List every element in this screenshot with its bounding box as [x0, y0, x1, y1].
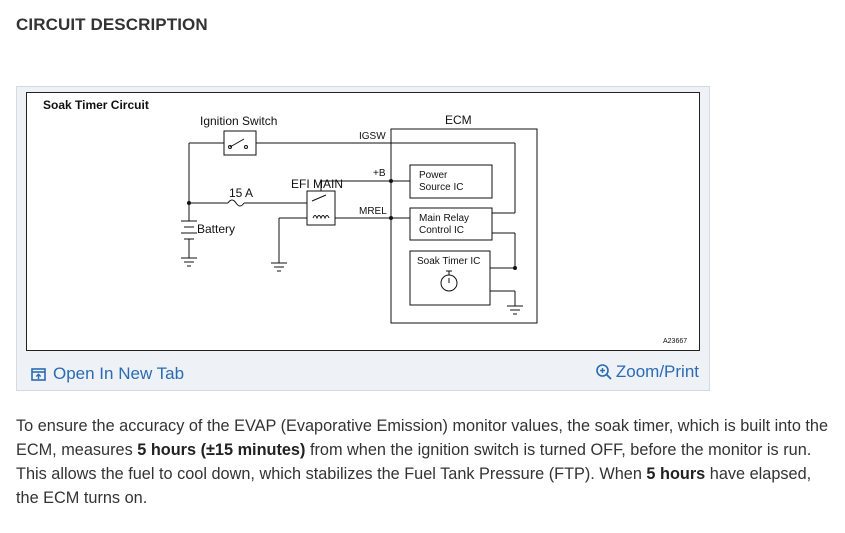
- open-new-tab-link[interactable]: Open In New Tab: [31, 364, 184, 384]
- description-text-2: from when the ignition switch is turned …: [16, 441, 812, 483]
- circuit-diagram: Soak Timer Circuit Ignition Switch ECM I…: [26, 92, 700, 351]
- battery-label: Battery: [197, 222, 235, 236]
- main-relay-ic-label-1: Main Relay: [419, 213, 469, 224]
- zoom-print-label: Zoom/Print: [615, 362, 699, 381]
- open-new-tab-label: Open In New Tab: [53, 364, 185, 383]
- plus-b-label: +B: [373, 168, 386, 179]
- description-paragraph: To ensure the accuracy of the EVAP (Evap…: [16, 414, 836, 510]
- description-bold-1: 5 hours (±15 minutes): [137, 441, 306, 459]
- diagram-title: Soak Timer Circuit: [43, 98, 149, 112]
- main-relay-ic-box: [409, 207, 493, 241]
- efi-main-label: EFI MAIN: [291, 177, 343, 191]
- ignition-switch-label: Ignition Switch: [200, 114, 277, 128]
- figure-container: Soak Timer Circuit Ignition Switch ECM I…: [16, 86, 710, 391]
- description-bold-2: 5 hours: [646, 465, 706, 483]
- soak-timer-ic-label: Soak Timer IC: [417, 256, 480, 267]
- zoom-icon: [596, 364, 612, 380]
- ignition-switch-box: [223, 130, 257, 156]
- ecm-box: [390, 128, 538, 324]
- efi-main-relay-box: [306, 190, 336, 226]
- ecm-label: ECM: [445, 113, 472, 127]
- power-source-ic-label-2: Source IC: [419, 182, 463, 193]
- circuit-diagram-svg: Soak Timer Circuit Ignition Switch ECM I…: [43, 98, 687, 345]
- figure-toolbar: Open In New Tab Zoom/Print: [17, 353, 709, 391]
- section-heading: CIRCUIT DESCRIPTION: [16, 15, 208, 34]
- open-new-tab-icon: [31, 367, 46, 381]
- description-text-1: To ensure the accuracy of the EVAP (Evap…: [16, 417, 829, 459]
- power-source-ic-label-1: Power: [419, 170, 448, 181]
- main-relay-ic-label-2: Control IC: [419, 225, 464, 236]
- soak-timer-ic-box: [409, 250, 491, 306]
- description-text-3: have elapsed, the ECM turns on.: [16, 465, 812, 507]
- figure-code: A23667: [663, 338, 687, 345]
- zoom-print-link[interactable]: Zoom/Print: [595, 362, 699, 382]
- fuse-rating-label: 15 A: [229, 186, 253, 200]
- mrel-label: MREL: [359, 206, 387, 217]
- igsw-label: IGSW: [359, 131, 386, 142]
